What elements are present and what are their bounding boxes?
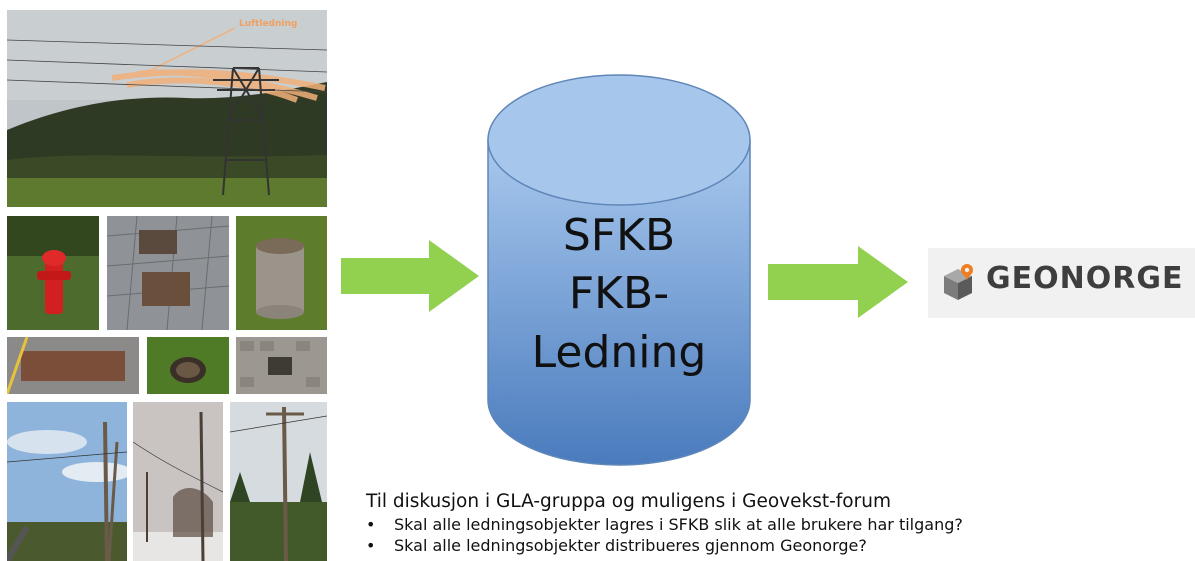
photo-powerline: Luftledning — [7, 10, 327, 207]
photo-pole-forest — [230, 402, 327, 561]
geonorge-logo: GEONORGE — [928, 248, 1195, 318]
arrow-to-geonorge — [768, 246, 908, 318]
discussion-bullet: Skal alle ledningsobjekter lagres i SFKB… — [366, 514, 963, 535]
photo-drain-cobble — [236, 337, 327, 394]
database-cylinder — [487, 74, 751, 466]
photo-drain-grass — [147, 337, 229, 394]
photo-hydrant — [7, 216, 99, 330]
photo-manholes-paving — [107, 216, 229, 330]
database-label-line1: SFKB — [562, 210, 676, 261]
powerline-label: Luftledning — [239, 19, 297, 29]
photo-well — [236, 216, 327, 330]
photo-pole-sky — [7, 402, 127, 561]
geonorge-wordmark: GEONORGE — [986, 261, 1184, 296]
geonorge-logo-icon — [944, 264, 973, 300]
discussion-title: Til diskusjon i GLA-gruppa og muligens i… — [366, 491, 891, 512]
photo-pole-snow — [133, 402, 223, 561]
photo-cover-asphalt — [7, 337, 139, 394]
database-label-line2: FKB- — [568, 268, 670, 319]
arrow-to-database — [341, 240, 479, 312]
discussion-bullet: Skal alle ledningsobjekter distribueres … — [366, 535, 963, 556]
discussion-block: Til diskusjon i GLA-gruppa og muligens i… — [366, 490, 963, 556]
database-label-line3: Ledning — [531, 327, 707, 378]
